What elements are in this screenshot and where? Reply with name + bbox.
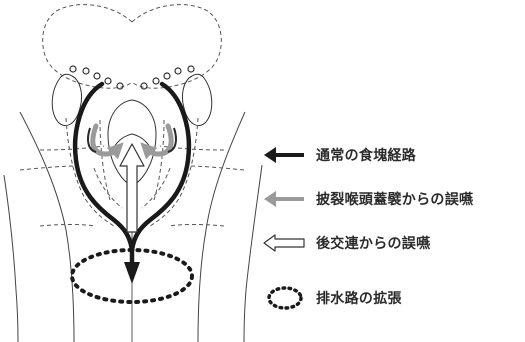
legend-label: 排水路の拡張 — [316, 288, 402, 308]
legend-item-commissure-aspiration: 後交連からの誤嚥 — [262, 230, 430, 256]
legend-label: 通常の食塊経路 — [316, 145, 416, 165]
bolus-arrow-head — [124, 262, 140, 284]
gray-arrow-icon — [262, 186, 308, 212]
legend-label: 披裂喉頭蓋襞からの誤嚥 — [316, 189, 473, 209]
outline-aspiration-arrow — [120, 144, 144, 232]
dotted-ellipse-icon — [262, 285, 308, 311]
legend-item-drainage-expansion: 排水路の拡張 — [262, 285, 402, 311]
legend-label: 後交連からの誤嚥 — [316, 233, 430, 253]
legend-item-aryepiglottic-aspiration: 披裂喉頭蓋襞からの誤嚥 — [262, 186, 473, 212]
outline-arrow-icon — [262, 230, 308, 256]
black-arrow-icon — [262, 142, 308, 168]
legend-item-normal-path: 通常の食塊経路 — [262, 142, 416, 168]
epiglottis-outline — [43, 5, 222, 89]
